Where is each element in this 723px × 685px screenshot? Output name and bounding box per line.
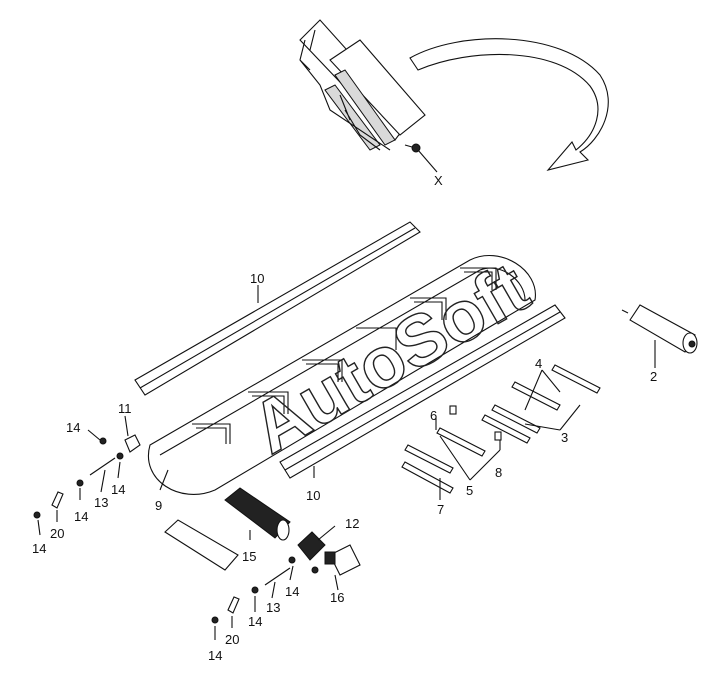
callout-20a: 20	[50, 526, 64, 541]
front-roller-15	[224, 487, 291, 541]
callout-6: 6	[430, 408, 437, 423]
rotation-arrow	[409, 38, 609, 171]
hardware-right	[211, 556, 319, 624]
callout-7: 7	[437, 502, 444, 517]
callout-10a: 10	[250, 271, 264, 286]
end-cap-12	[297, 531, 326, 561]
leader-lines	[37, 149, 656, 640]
callout-x: X	[434, 173, 443, 188]
callout-3: 3	[561, 430, 568, 445]
roller-2	[621, 304, 698, 354]
inset-assembly	[299, 19, 426, 153]
callout-13a: 13	[94, 495, 108, 510]
bracket-11	[99, 434, 141, 453]
callout-14c: 14	[74, 509, 88, 524]
callout-labels: X 10 2 4 3 6 8 5 7 10 11 14 14 13 14 20 …	[32, 173, 657, 663]
hardware-left	[33, 452, 124, 519]
callout-14g: 14	[208, 648, 222, 663]
callout-14f: 14	[248, 614, 262, 629]
callout-5: 5	[466, 483, 473, 498]
callout-15: 15	[242, 549, 256, 564]
callout-16: 16	[330, 590, 344, 605]
callout-9: 9	[155, 498, 162, 513]
callout-14d: 14	[32, 541, 46, 556]
callout-8: 8	[495, 465, 502, 480]
callout-14a: 14	[66, 420, 80, 435]
callout-4: 4	[535, 356, 542, 371]
callout-2: 2	[650, 369, 657, 384]
motor-pulley-16	[324, 544, 361, 576]
callout-11: 11	[118, 401, 132, 416]
callout-12: 12	[345, 516, 359, 531]
belt-chevrons	[192, 267, 497, 444]
callout-14e: 14	[285, 584, 299, 599]
callout-10b: 10	[306, 488, 320, 503]
callout-14b: 14	[111, 482, 125, 497]
callout-13b: 13	[266, 600, 280, 615]
roller-sleeve	[164, 519, 239, 571]
callout-20b: 20	[225, 632, 239, 647]
